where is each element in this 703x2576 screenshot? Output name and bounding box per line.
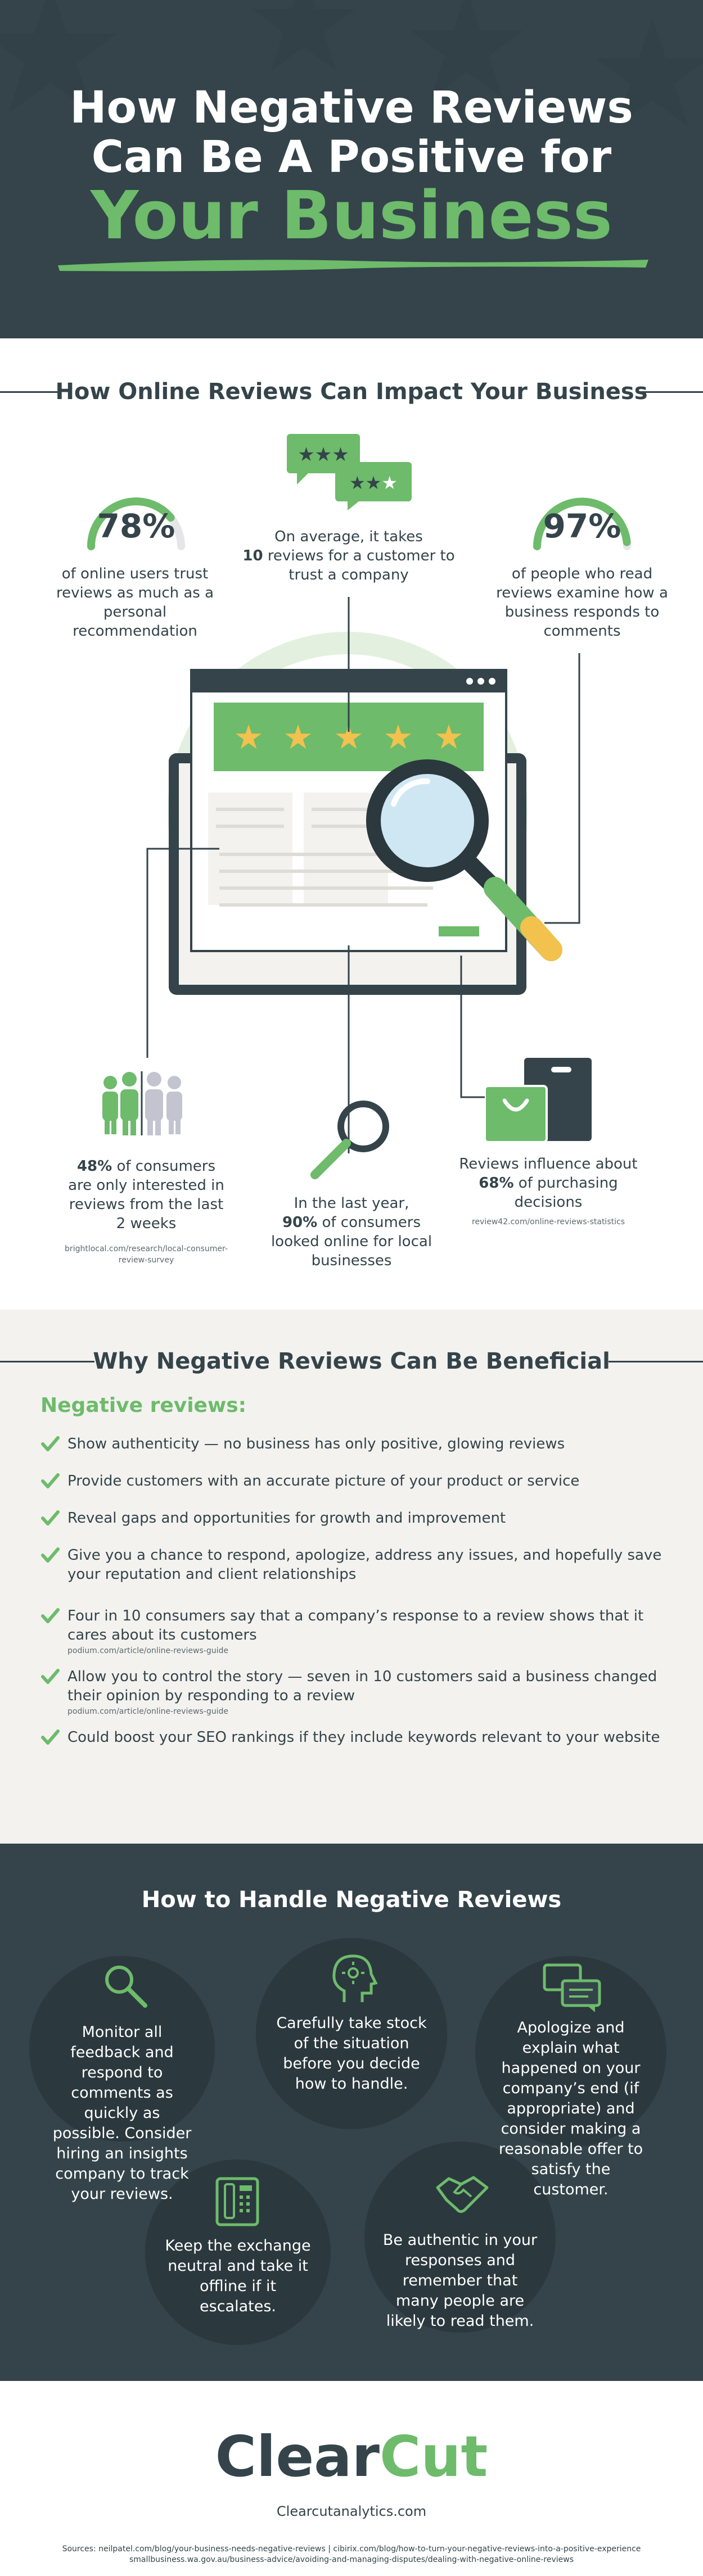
stat-78-text: of online users trust reviews as much as… (56, 565, 214, 640)
tip-authentic-text: Be authentic in your responses and remem… (382, 2231, 538, 2330)
benefit-text: Reveal gaps and opportunities for growth… (67, 1509, 664, 1528)
tip-stock-text: Carefully take stock of the situation be… (276, 2014, 427, 2093)
chat-bubbles-icon (543, 1963, 601, 2012)
stat-48-desc: of consumers are only interested in revi… (68, 1158, 224, 1232)
logo-part-cut: Cut (379, 2424, 488, 2489)
connector-lines (146, 597, 580, 1153)
star-decoration-icon (252, 0, 355, 71)
impact-title: How Online Reviews Can Impact Your Busin… (55, 379, 648, 405)
stat-68-post: of purchasing decisions (514, 1175, 618, 1211)
negative-reviews-subtitle: Negative reviews: (40, 1394, 247, 1417)
star-decoration-icon (595, 17, 703, 126)
magnifier-icon (105, 1966, 147, 2008)
benefit-source: podium.com/article/online-reviews-guide (67, 1646, 228, 1655)
handshake-icon (436, 2176, 489, 2213)
search-magnifier-icon (310, 1101, 389, 1179)
beneficial-section: Why Negative Reviews Can Be Beneficial N… (0, 1310, 703, 1844)
stat-90-post: of consumers looked online for local bus… (271, 1214, 432, 1269)
checkmark-icon (41, 1669, 60, 1684)
benefit-text: Allow you to control the story — seven i… (67, 1667, 664, 1718)
svg-text:★: ★ (283, 718, 313, 757)
stat-48-source: brightlocal.com/research/local-consumer-… (65, 1244, 228, 1265)
stat-90-value: 90% (282, 1214, 318, 1231)
benefit-text: Provide customers with an accurate pictu… (67, 1472, 664, 1491)
tip-circle-authentic (364, 2142, 556, 2333)
tip-circle-neutral (145, 2160, 331, 2345)
stat-90-pre: In the last year, (294, 1195, 409, 1212)
tip-circle-monitor (29, 1956, 215, 2142)
stat-68-text: Reviews influence about 68% of purchasin… (456, 1155, 641, 1212)
shopping-bags-icon (485, 1058, 592, 1143)
svg-text:★: ★ (383, 718, 413, 757)
stat-68-value: 68% (479, 1175, 514, 1192)
people-group-icon (102, 1071, 182, 1135)
logo-part-clear: Clear (215, 2424, 380, 2489)
stat-68-pre: Reviews influence about (459, 1156, 638, 1172)
svg-text:★: ★ (434, 718, 464, 757)
tip-apologize-text: Apologize and explain what happened on y… (498, 2019, 643, 2198)
tip-monitor-text: Monitor all feedback and respond to comm… (52, 2023, 192, 2203)
benefit-label: Show authenticity — no business has only… (67, 1436, 565, 1452)
benefit-label: Provide customers with an accurate pictu… (67, 1473, 580, 1490)
checkmark-icon (41, 1608, 60, 1623)
stat-48-text: 48% of consumers are only interested in … (67, 1157, 225, 1233)
footer: ClearCut Clearcutanalytics.com Sources: … (0, 2381, 703, 2576)
percent-arc-78 (87, 497, 185, 550)
website-url[interactable]: Clearcutanalytics.com (276, 2503, 427, 2519)
benefit-text: Give you a chance to respond, apologize,… (67, 1546, 664, 1584)
tip-neutral-text: Keep the exchange neutral and take it of… (165, 2237, 311, 2315)
clearcut-logo: ClearCut (0, 2426, 703, 2488)
hero-title-line3: Your Business (90, 176, 613, 254)
stat-48-value: 48% (76, 1158, 112, 1175)
review-browser-illustration: ★★★★★ (169, 669, 562, 995)
stat-90-text: In the last year, 90% of consumers looke… (264, 1194, 439, 1270)
benefit-label: Could boost your SEO rankings if they in… (67, 1729, 660, 1746)
star-decoration-icon (0, 0, 118, 114)
review-chat-icon: ★★★ ★★★ (287, 434, 412, 510)
checkmark-icon (41, 1510, 60, 1525)
checkmark-icon (41, 1436, 60, 1451)
beneficial-heading: Why Negative Reviews Can Be Beneficial (0, 1344, 703, 1378)
brush-underline (58, 260, 648, 271)
star-decoration-icon (409, 0, 524, 98)
percent-arc-97 (533, 497, 631, 550)
stat-10-pre: On average, it takes (274, 528, 423, 545)
benefit-text: Could boost your SEO rankings if they in… (67, 1728, 664, 1747)
benefit-label: Four in 10 consumers say that a company’… (67, 1608, 644, 1644)
benefit-source: podium.com/article/online-reviews-guide (67, 1707, 228, 1716)
stat-10-text: On average, it takes 10 reviews for a cu… (242, 527, 456, 585)
handle-title: How to Handle Negative Reviews (141, 1887, 562, 1913)
stat-10-post: reviews for a customer to trust a compan… (267, 547, 455, 583)
head-idea-icon (332, 1954, 378, 2002)
hero-title-line1: How Negative Reviews (70, 83, 633, 133)
benefit-label: Give you a chance to respond, apologize,… (67, 1547, 662, 1583)
svg-text:★★★: ★★★ (349, 472, 398, 494)
checkmark-icon (41, 1473, 60, 1488)
checkmark-icon (41, 1730, 60, 1745)
stat-10-number: 10 (242, 547, 263, 564)
benefit-label: Reveal gaps and opportunities for growth… (67, 1510, 506, 1527)
impact-section: How Online Reviews Can Impact Your Busin… (0, 338, 703, 1310)
sources-text: Sources: neilpatel.com/blog/your-busines… (62, 2545, 641, 2564)
benefit-text: Show authenticity — no business has only… (67, 1434, 664, 1454)
stat-97-value: 97% (543, 507, 621, 545)
stat-97-text: of people who read reviews examine how a… (496, 565, 668, 640)
stat-78-value: 78% (97, 507, 175, 545)
phone-icon (215, 2177, 259, 2226)
benefit-label: Allow you to control the story — seven i… (67, 1668, 657, 1704)
hero-title-line2: Can Be A Positive for (91, 132, 612, 183)
hero-banner: How Negative Reviews Can Be A Positive f… (0, 0, 703, 338)
benefit-text: Four in 10 consumers say that a company’… (67, 1606, 664, 1657)
stat-68-source: review42.com/online-reviews-statistics (472, 1217, 625, 1226)
checkmark-icon (41, 1547, 60, 1563)
beneficial-title: Why Negative Reviews Can Be Beneficial (93, 1348, 610, 1374)
svg-text:★: ★ (233, 718, 264, 757)
impact-heading: How Online Reviews Can Impact Your Busin… (0, 375, 703, 409)
handle-section: How to Handle Negative Reviews (0, 1844, 703, 2381)
